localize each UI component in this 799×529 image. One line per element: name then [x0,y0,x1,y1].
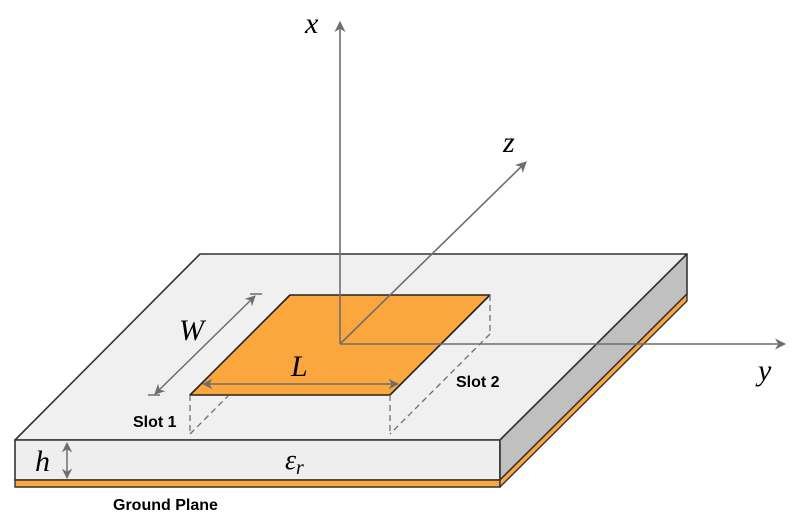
slot1-label: Slot 1 [133,414,177,431]
ground-plane-side [499,293,688,488]
slot1-diagonal-dash [189,395,229,435]
permittivity-label: εr [285,445,304,479]
substrate-front-face [14,439,501,481]
permittivity-subscript: r [296,457,304,479]
slot2-label: Slot 2 [456,374,500,391]
width-label: W [179,314,207,347]
y-axis-label: y [755,354,772,387]
w-dimension-arrow [154,295,256,395]
ground-plane-front [14,479,501,488]
coordinate-axes [334,20,787,350]
ground-plane-label: Ground Plane [113,497,218,514]
dimension-arrows [61,293,400,480]
z-axis [339,161,527,345]
slot-dashes [189,295,491,435]
z-axis-label: z [502,126,515,159]
length-label: L [290,350,308,383]
permittivity-symbol: ε [285,445,296,476]
slot2-diagonal-dash [389,333,491,435]
ground-plane [14,293,688,488]
height-label: h [35,445,50,478]
x-axis-label: x [304,7,319,40]
